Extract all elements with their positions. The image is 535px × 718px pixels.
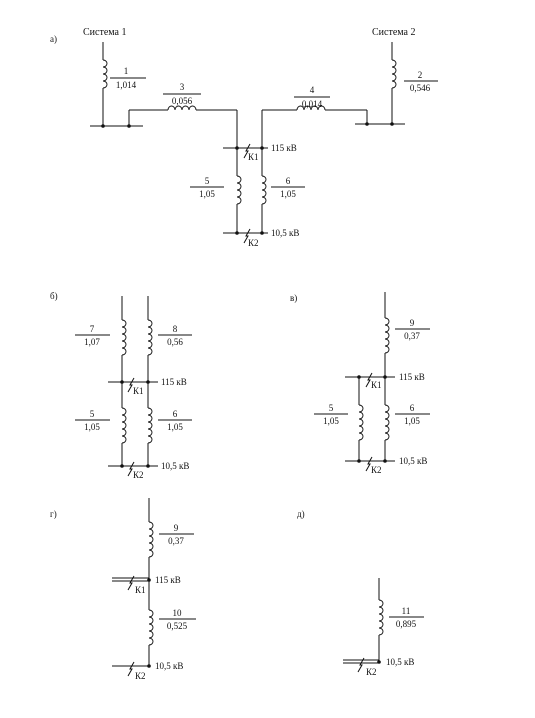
fault-k1-v-icon bbox=[365, 372, 373, 388]
element-5-value: 1,05 bbox=[199, 189, 215, 199]
element-2-value: 0,546 bbox=[410, 83, 431, 93]
voltage-10kv-d-label: 10,5 кВ bbox=[386, 657, 414, 667]
inductor-5-icon bbox=[236, 175, 242, 205]
voltage-115kv-label: 115 кВ bbox=[271, 143, 297, 153]
fault-k2-g-label: К2 bbox=[135, 671, 146, 681]
inductor-10-icon bbox=[148, 609, 154, 646]
element-3-number: 3 bbox=[180, 82, 185, 92]
element-3-value: 0,056 bbox=[172, 96, 193, 106]
panel-g-label: г) bbox=[50, 509, 57, 519]
fault-k2-g-icon bbox=[127, 661, 135, 677]
fault-k1-g-label: К1 bbox=[135, 585, 146, 595]
fault-k2-icon bbox=[243, 228, 251, 244]
inductor-1-icon bbox=[102, 59, 108, 89]
element-4-number: 4 bbox=[310, 85, 315, 95]
element-8-value: 0,56 bbox=[167, 337, 183, 347]
voltage-10kv-v-label: 10,5 кВ bbox=[399, 456, 427, 466]
inductor-6-icon bbox=[261, 175, 267, 205]
voltage-115kv-b-label: 115 кВ bbox=[161, 377, 187, 387]
fault-k2-v-label: К2 bbox=[371, 465, 382, 475]
element-5-v-value: 1,05 bbox=[323, 416, 339, 426]
inductor-4-icon bbox=[296, 105, 326, 111]
element-5-b-number: 5 bbox=[90, 409, 95, 419]
element-1-value: 1,014 bbox=[116, 80, 137, 90]
element-6-number: 6 bbox=[286, 176, 291, 186]
inductor-5-v-icon bbox=[358, 404, 364, 441]
inductor-6-b-icon bbox=[147, 407, 153, 444]
voltage-10kv-label: 10,5 кВ bbox=[271, 228, 299, 238]
fault-k1-b-label: К1 bbox=[133, 386, 144, 396]
fault-k1-b-icon bbox=[127, 377, 135, 393]
element-9-g-value: 0,37 bbox=[168, 536, 184, 546]
element-11-value: 0,895 bbox=[396, 619, 417, 629]
voltage-10kv-g-label: 10,5 кВ bbox=[155, 661, 183, 671]
panel-d-label: д) bbox=[297, 509, 305, 519]
panel-g: г) 9 0,37 К1 115 кВ 10 0,525 К2 10,5 кВ bbox=[50, 498, 196, 681]
panel-v-label: в) bbox=[290, 293, 297, 303]
element-4-value: 0,014 bbox=[302, 99, 323, 109]
element-7-value: 1,07 bbox=[84, 337, 100, 347]
inductor-7-icon bbox=[121, 319, 127, 356]
inductor-9-g-icon bbox=[148, 521, 154, 558]
fault-k2-b-icon bbox=[127, 461, 135, 477]
fault-k1-icon bbox=[243, 143, 251, 159]
element-6-b-number: 6 bbox=[173, 409, 178, 419]
element-6-v-number: 6 bbox=[410, 403, 415, 413]
inductor-6-v-icon bbox=[384, 404, 390, 441]
element-6-b-value: 1,05 bbox=[167, 422, 183, 432]
element-9-g-number: 9 bbox=[174, 523, 179, 533]
inductor-8-icon bbox=[147, 319, 153, 356]
fault-k1-v-label: К1 bbox=[371, 380, 382, 390]
element-10-number: 10 bbox=[173, 608, 183, 618]
panel-a: а) Система 1 Система 2 1 1,014 3 0,056 bbox=[50, 27, 438, 248]
element-7-number: 7 bbox=[90, 324, 95, 334]
fault-k2-d-label: К2 bbox=[366, 667, 377, 677]
element-5-b-value: 1,05 bbox=[84, 422, 100, 432]
fault-k2-b-label: К2 bbox=[133, 470, 144, 480]
element-5-number: 5 bbox=[205, 176, 210, 186]
element-2-number: 2 bbox=[418, 70, 423, 80]
element-10-value: 0,525 bbox=[167, 621, 188, 631]
panel-b-label: б) bbox=[50, 291, 58, 301]
fault-k2-d-icon bbox=[357, 657, 365, 673]
system-1-label: Система 1 bbox=[83, 27, 126, 38]
panel-d: д) 11 0,895 К2 10,5 кВ bbox=[297, 509, 424, 677]
inductor-11-icon bbox=[378, 599, 384, 636]
element-5-v-number: 5 bbox=[329, 403, 334, 413]
fault-k1-g-icon bbox=[127, 575, 135, 591]
fault-k1-label: К1 bbox=[248, 152, 259, 162]
voltage-115kv-v-label: 115 кВ bbox=[399, 372, 425, 382]
inductor-9-v-icon bbox=[384, 317, 390, 354]
inductor-5-b-icon bbox=[121, 407, 127, 444]
element-9-v-value: 0,37 bbox=[404, 331, 420, 341]
system-2-label: Система 2 bbox=[372, 27, 415, 38]
fault-k2-v-icon bbox=[365, 456, 373, 472]
panel-b: б) 7 1,07 8 0,56 К1 115 кВ 5 1,05 6 1,05 bbox=[50, 291, 192, 480]
inductor-3-icon bbox=[167, 105, 197, 111]
element-1-number: 1 bbox=[124, 66, 129, 76]
panel-v: в) 9 0,37 К1 115 кВ 5 1,05 6 1,05 К2 10,… bbox=[290, 292, 430, 475]
voltage-10kv-b-label: 10,5 кВ bbox=[161, 461, 189, 471]
element-8-number: 8 bbox=[173, 324, 178, 334]
element-9-v-number: 9 bbox=[410, 318, 415, 328]
panel-a-label: а) bbox=[50, 34, 57, 44]
voltage-115kv-g-label: 115 кВ bbox=[155, 575, 181, 585]
fault-k2-label: К2 bbox=[248, 238, 259, 248]
element-11-number: 11 bbox=[402, 606, 411, 616]
element-6-value: 1,05 bbox=[280, 189, 296, 199]
inductor-2-icon bbox=[391, 59, 397, 89]
element-6-v-value: 1,05 bbox=[404, 416, 420, 426]
